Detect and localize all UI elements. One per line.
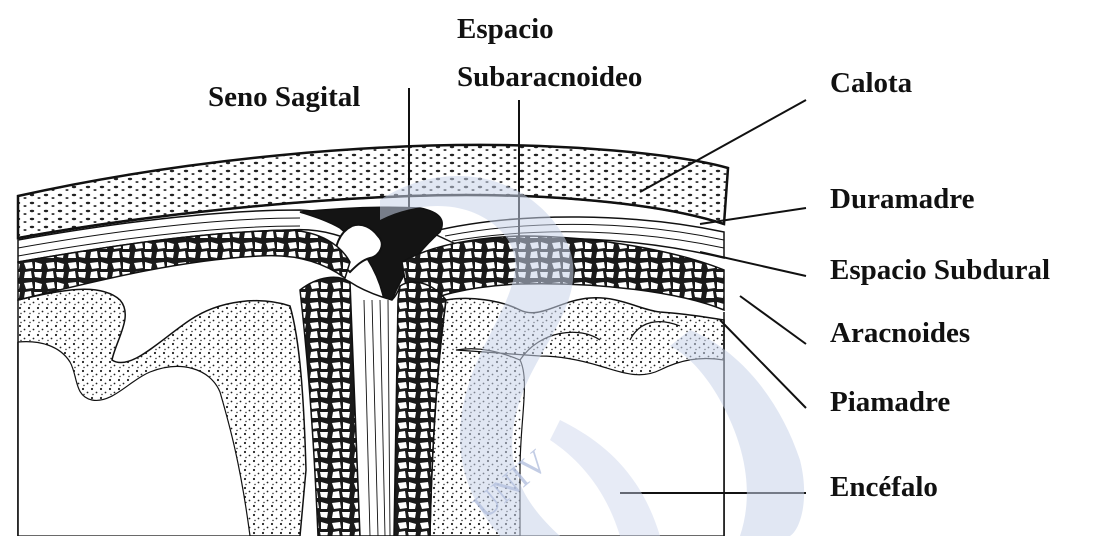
label-seno-sagital: Seno Sagital <box>208 80 360 114</box>
label-encefalo: Encéfalo <box>830 470 938 504</box>
leader-aracnoides <box>740 296 806 344</box>
label-espacio-subaracnoideo-line2: Subaracnoideo <box>457 60 642 94</box>
label-aracnoides: Aracnoides <box>830 316 970 350</box>
label-piamadre: Piamadre <box>830 385 950 419</box>
label-duramadre: Duramadre <box>830 182 974 216</box>
label-espacio-subdural: Espacio Subdural <box>830 253 1050 287</box>
label-calota: Calota <box>830 66 912 100</box>
label-espacio-subaracnoideo-line1: Espacio <box>457 12 554 46</box>
